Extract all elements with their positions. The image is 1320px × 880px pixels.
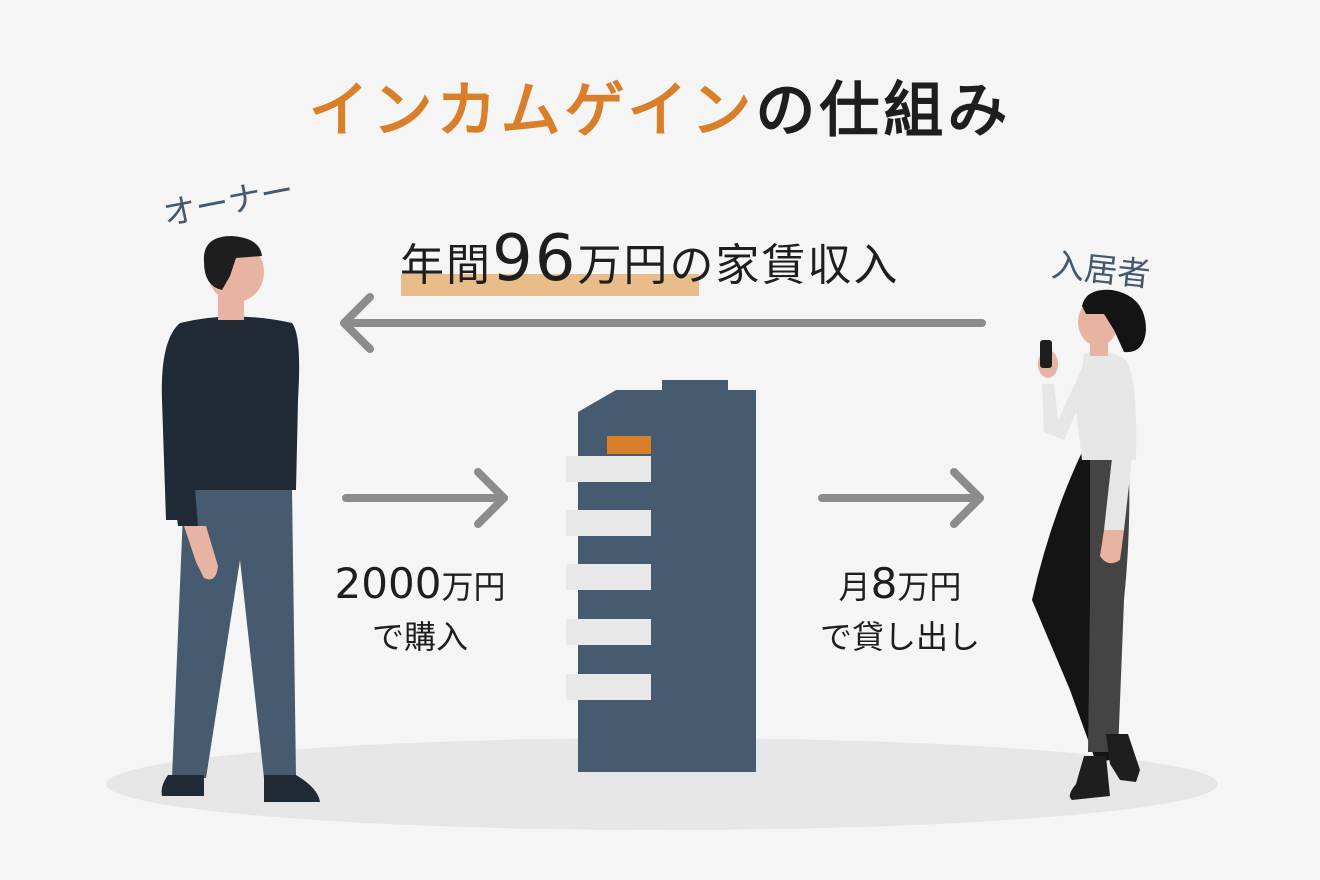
building-balcony — [566, 674, 651, 700]
purchase-price: 2000万円 — [300, 556, 540, 615]
page-title: インカムゲインの仕組み — [0, 62, 1320, 149]
tenant-arm-lower — [1104, 372, 1135, 530]
tenant-label: 入居者 — [1049, 245, 1153, 295]
ground-shadow — [106, 738, 1218, 830]
lease-pre: 月 — [838, 568, 871, 606]
income-highlight-bar — [401, 274, 699, 296]
title-accent: インカムゲイン — [308, 76, 756, 146]
lease-caption: 月8万円 で貸し出し — [795, 556, 1005, 659]
building-balcony — [566, 510, 651, 536]
owner-shoe-right — [264, 775, 320, 802]
tenant-hand — [1100, 530, 1124, 564]
tenant-hair — [1082, 289, 1146, 353]
income-unit: 万円 — [577, 240, 670, 291]
owner-arm — [163, 340, 198, 526]
tenant-boot-right — [1106, 734, 1140, 782]
phone-icon — [1040, 340, 1052, 368]
owner-sweater — [161, 316, 300, 520]
tenant-figure — [1032, 289, 1146, 800]
purchase-arrow — [342, 468, 508, 528]
lease-unit: 万円 — [897, 568, 962, 606]
owner-hair — [203, 236, 262, 290]
owner-shoe-left — [161, 775, 204, 796]
income-post: の家賃収入 — [669, 240, 900, 291]
purchase-caption: 2000万円 で購入 — [300, 556, 540, 659]
owner-figure — [161, 236, 320, 802]
apartment-building — [566, 380, 756, 772]
purchase-action: で購入 — [371, 618, 468, 656]
purchase-amount: 2000 — [334, 559, 442, 608]
owner-hand — [184, 526, 218, 580]
income-amount: 96 — [492, 222, 578, 296]
income-pre: 年間 — [400, 240, 492, 291]
building-balcony — [566, 456, 651, 482]
lease-amount: 8 — [870, 559, 898, 608]
annual-income-label: 年間96万円の家賃収入 — [400, 222, 899, 296]
tenant-boot-left — [1069, 756, 1110, 800]
title-rest: の仕組み — [755, 76, 1012, 146]
building-balcony — [566, 564, 651, 590]
rent-income-arrow — [340, 293, 986, 353]
building-balcony — [566, 619, 651, 645]
building-orange-window — [607, 436, 651, 454]
lease-price: 月8万円 — [795, 556, 1005, 615]
lease-action: で貸し出し — [819, 618, 980, 656]
lease-arrow — [818, 468, 984, 528]
tenant-arm-raised — [1042, 364, 1090, 440]
purchase-unit: 万円 — [441, 568, 506, 606]
